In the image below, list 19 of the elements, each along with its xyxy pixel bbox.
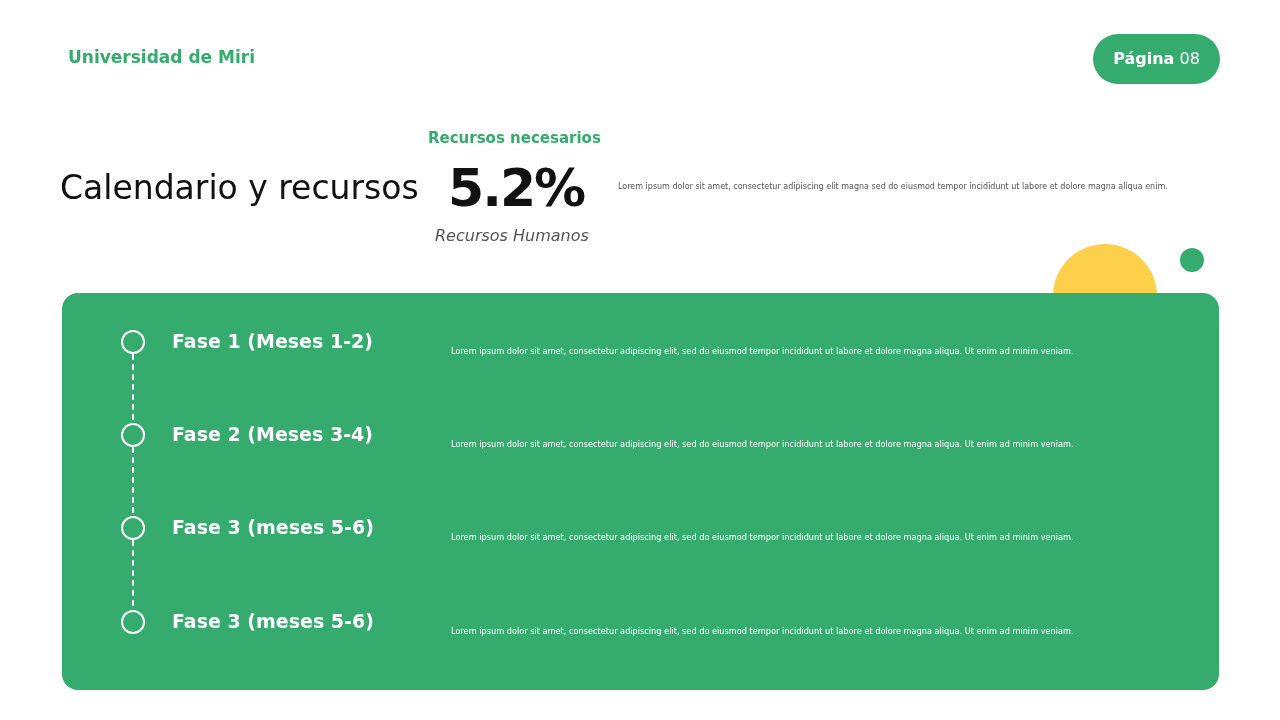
description-text: Lorem ipsum dolor sit amet, consectetur adipiscing elit magna sed do eiusmod tempor incididunt ut labore et dolore magna aliqua enim. — [618, 182, 1168, 191]
timeline-circle — [121, 423, 145, 447]
stat-value: 5.2% — [448, 158, 585, 218]
phase-description: Lorem ipsum dolor sit amet, consectetur adipiscing elit, sed do eiusmod tempor incididunt ut labore et dolore magna aliqua. Ut enim ad minim veniam. — [451, 439, 1074, 449]
slide-title: Calendario y recursos — [60, 168, 419, 207]
phase-description: Lorem ipsum dolor sit amet, consectetur adipiscing elit, sed do eiusmod tempor incididunt ut labore et dolore magna aliqua. Ut enim ad minim veniam. — [451, 626, 1074, 636]
timeline-circle — [121, 516, 145, 540]
timeline-circle — [121, 610, 145, 634]
timeline-circle — [121, 330, 145, 354]
phase-title: Fase 3 (meses 5-6) — [172, 610, 374, 632]
phase-title: Fase 3 (meses 5-6) — [172, 516, 374, 538]
university-name: Universidad de Miri — [68, 47, 255, 67]
stat-caption: Recursos Humanos — [435, 226, 589, 245]
phase-description: Lorem ipsum dolor sit amet, consectetur adipiscing elit, sed do eiusmod tempor incididunt ut labore et dolore magna aliqua. Ut enim ad minim veniam. — [451, 346, 1074, 356]
page-number-pill: Página 08 — [1093, 34, 1220, 84]
stat-heading: Recursos necesarios — [428, 129, 601, 147]
phase-title: Fase 1 (Meses 1-2) — [172, 330, 373, 352]
phase-title: Fase 2 (Meses 3-4) — [172, 423, 373, 445]
phase-description: Lorem ipsum dolor sit amet, consectetur adipiscing elit, sed do eiusmod tempor incididunt ut labore et dolore magna aliqua. Ut enim ad minim veniam. — [451, 532, 1074, 542]
